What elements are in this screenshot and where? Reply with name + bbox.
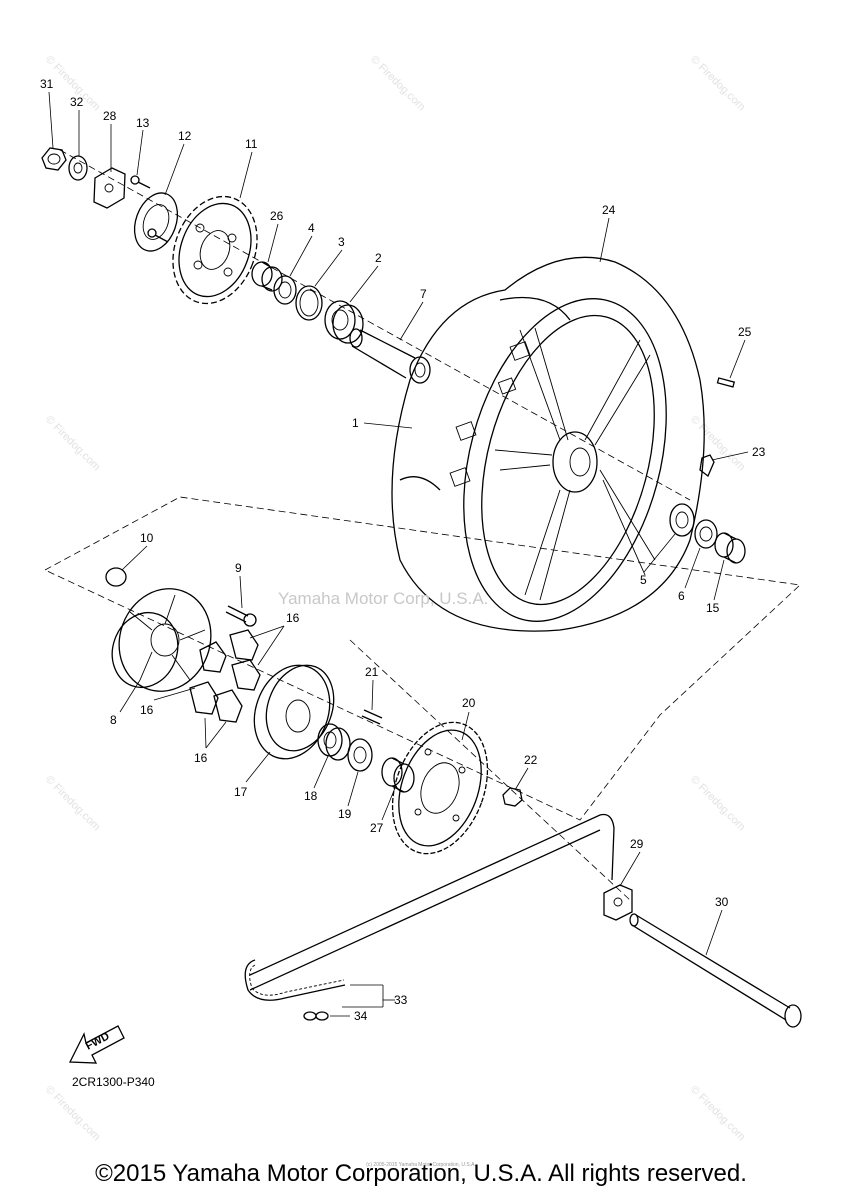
callout-label: 7 [420, 287, 427, 301]
callout-label: 31 [40, 77, 54, 91]
rear-wheel-assembly [391, 256, 705, 632]
circlip-part-10 [105, 567, 127, 587]
tiny-copyright-notice: (c) 2005-2015 Yamaha Motor Corporation, … [366, 1162, 476, 1168]
bearing-part-18 [317, 723, 351, 761]
callout-label: 1 [352, 416, 359, 430]
axle-center-line [59, 149, 691, 501]
callout-label: 6 [678, 589, 685, 603]
exploded-parts-diagram: © Firedog.com © Firedog.com © Firedog.co… [40, 54, 802, 1144]
callout-label: 3 [338, 235, 345, 249]
callout-label: 8 [110, 713, 117, 727]
callout-label: 11 [245, 137, 258, 151]
valve-part-23 [699, 454, 715, 478]
diagram-code: 2CR1300-P340 [72, 1075, 155, 1089]
site-watermark: © Firedog.com [688, 414, 748, 474]
callout-label: 21 [365, 665, 379, 679]
circlip-part-3 [295, 285, 323, 321]
tire-inner-edge [499, 296, 571, 321]
site-watermark: © Firedog.com [688, 774, 748, 834]
callout-label: 15 [706, 601, 720, 615]
callout-label: 24 [602, 203, 616, 217]
callout-label: 13 [136, 116, 150, 130]
forward-arrow-icon: FWD [68, 1025, 125, 1064]
bearing-part-5 [669, 503, 695, 537]
clutch-hub-part-8 [111, 588, 212, 692]
site-watermark: © Firedog.com [43, 1084, 103, 1144]
collar-part-26 [251, 261, 283, 292]
site-watermark: © Firedog.com [688, 54, 748, 114]
site-watermark: © Firedog.com [688, 1084, 748, 1144]
callout-label: 34 [354, 1009, 368, 1023]
bolt-part-9 [225, 605, 257, 627]
drive-chain-part-33 [244, 813, 615, 1001]
axle-center-line-lower [349, 639, 631, 901]
callout-label: 2 [375, 251, 382, 265]
callout-label: 20 [462, 696, 476, 710]
stud-bolt-part-21 [361, 709, 383, 725]
brake-disc-part-11 [172, 195, 258, 305]
spacer-part-7 [349, 328, 431, 384]
chain-puller-part-29 [603, 884, 633, 921]
site-watermark: © Firedog.com [43, 414, 103, 474]
callout-label: 12 [178, 129, 192, 143]
callout-label: 9 [235, 561, 242, 575]
damper-set-part-16 [189, 629, 261, 723]
tire-inner-edge-lower [399, 476, 441, 491]
wheel-axle-part-30 [629, 913, 802, 1028]
callout-labels: 31 32 28 13 12 11 26 4 3 2 7 24 25 1 23 … [40, 77, 766, 1023]
callout-label: 29 [630, 837, 644, 851]
bolt-part-14 [147, 228, 169, 243]
sensor-plate-part-12 [133, 192, 179, 252]
oil-seal-part-19 [347, 738, 373, 772]
callout-label: 28 [103, 109, 117, 123]
callout-label: 18 [304, 789, 318, 803]
collar-part-15 [714, 532, 746, 564]
balance-weight-part-25 [716, 377, 736, 388]
copyright-footer: ©2015 Yamaha Motor Corporation, U.S.A. A… [95, 1160, 747, 1187]
callout-label: 27 [370, 821, 384, 835]
callout-label: 25 [738, 325, 752, 339]
center-watermark: Yamaha Motor Corp, U.S.A. [278, 589, 488, 608]
fwd-label: FWD [84, 1030, 112, 1052]
callout-label: 26 [270, 209, 284, 223]
nut-part-22 [502, 787, 523, 807]
callout-label: 33 [394, 993, 408, 1007]
site-watermark: © Firedog.com [43, 774, 103, 834]
callout-label: 19 [338, 807, 352, 821]
axle-nut-part-31 [41, 147, 67, 171]
chain-puller-part-28 [93, 167, 126, 209]
callout-label: 10 [140, 531, 154, 545]
callout-label: 16 [194, 751, 208, 765]
site-watermark: © Firedog.com [368, 54, 428, 114]
driven-sprocket-part-20 [391, 721, 489, 855]
callout-label: 30 [715, 895, 729, 909]
callout-label: 17 [234, 785, 248, 799]
callout-label: 5 [640, 573, 647, 587]
washer-part-32 [68, 155, 88, 181]
hub-group-outline [44, 496, 801, 821]
leader-lines [48, 91, 749, 1017]
tire-part-24 [391, 256, 705, 632]
bearing-part-2 [324, 300, 364, 344]
callout-label: 16 [140, 703, 154, 717]
callout-label: 23 [752, 445, 766, 459]
callout-label: 22 [524, 753, 538, 767]
chain-joint-part-34 [303, 1011, 329, 1021]
oil-seal-part-6 [694, 519, 718, 549]
oil-seal-part-4 [273, 275, 297, 305]
callout-label: 32 [70, 95, 84, 109]
callout-label: 16 [286, 611, 300, 625]
screw-part-13 [130, 175, 151, 189]
callout-label: 4 [308, 221, 315, 235]
